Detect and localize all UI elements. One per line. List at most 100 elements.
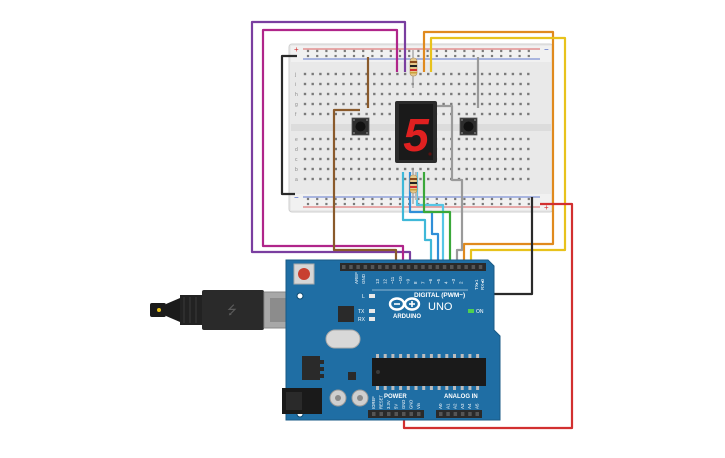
header-socket[interactable] (379, 412, 384, 416)
breadboard-hole[interactable] (473, 102, 476, 106)
breadboard-hole[interactable] (465, 137, 468, 141)
breadboard-hole[interactable] (496, 102, 499, 106)
breadboard-hole[interactable] (419, 92, 422, 96)
rail-hole[interactable] (408, 54, 411, 58)
header-socket[interactable] (342, 265, 346, 269)
breadboard-hole[interactable] (488, 72, 491, 76)
rail-hole[interactable] (352, 54, 356, 58)
power-header-sockets[interactable] (372, 412, 421, 416)
breadboard-hole[interactable] (334, 82, 337, 86)
breadboard-hole[interactable] (519, 72, 522, 76)
breadboard-hole[interactable] (519, 102, 522, 106)
breadboard-hole[interactable] (357, 157, 361, 161)
rail-hole[interactable] (444, 49, 448, 53)
header-socket[interactable] (439, 412, 443, 416)
rail-hole[interactable] (518, 197, 521, 201)
breadboard-hole[interactable] (442, 72, 445, 76)
wire-yellow[interactable] (429, 36, 567, 260)
breadboard-hole[interactable] (365, 177, 368, 181)
breadboard-hole[interactable] (319, 72, 322, 76)
rail-hole[interactable] (389, 54, 392, 58)
rail-hole[interactable] (316, 54, 319, 58)
breadboard-hole[interactable] (357, 102, 361, 106)
header-socket[interactable] (378, 265, 382, 269)
breadboard-hole[interactable] (326, 102, 330, 106)
breadboard-hole[interactable] (388, 157, 391, 161)
breadboard-hole[interactable] (480, 102, 484, 106)
wire-blue[interactable] (408, 172, 440, 260)
breadboard-hole[interactable] (388, 112, 391, 116)
breadboard-hole[interactable] (427, 92, 430, 96)
breadboard-hole[interactable] (380, 92, 384, 96)
header-socket[interactable] (392, 265, 396, 269)
breadboard-hole[interactable] (365, 112, 368, 116)
rail-hole[interactable] (398, 49, 402, 53)
breadboard-hole[interactable] (527, 137, 530, 141)
breadboard-hole[interactable] (326, 147, 330, 151)
breadboard-hole[interactable] (496, 82, 499, 86)
rail-hole[interactable] (352, 49, 356, 53)
header-socket[interactable] (414, 265, 418, 269)
breadboard-hole[interactable] (350, 167, 353, 171)
breadboard-hole[interactable] (480, 137, 484, 141)
analog-header-sockets[interactable] (439, 412, 479, 416)
breadboard-hole[interactable] (403, 82, 407, 86)
breadboard-hole[interactable] (519, 147, 522, 151)
rail-hole[interactable] (435, 54, 438, 58)
rail-hole[interactable] (481, 49, 484, 53)
breadboard-hole[interactable] (319, 82, 322, 86)
breadboard-hole[interactable] (427, 167, 430, 171)
breadboard-hole[interactable] (511, 137, 515, 141)
breadboard-hole[interactable] (388, 147, 391, 151)
breadboard-hole[interactable] (396, 82, 399, 86)
header-socket[interactable] (387, 412, 391, 416)
breadboard-hole[interactable] (373, 72, 376, 76)
breadboard-hole[interactable] (527, 157, 530, 161)
breadboard-hole[interactable] (357, 147, 361, 151)
breadboard-hole[interactable] (380, 177, 384, 181)
header-socket[interactable] (471, 265, 476, 269)
rail-hole[interactable] (509, 54, 512, 58)
breadboard-hole[interactable] (496, 112, 499, 116)
breadboard-hole[interactable] (496, 157, 499, 161)
breadboard-hole[interactable] (303, 112, 307, 116)
rail-hole[interactable] (398, 54, 402, 58)
breadboard-hole[interactable] (334, 72, 337, 76)
breadboard-hole[interactable] (342, 82, 345, 86)
rail-hole[interactable] (343, 197, 346, 201)
breadboard-hole[interactable] (303, 147, 307, 151)
breadboard-hole[interactable] (480, 82, 484, 86)
breadboard-hole[interactable] (411, 92, 414, 96)
breadboard-hole[interactable] (357, 177, 361, 181)
rail-hole[interactable] (490, 202, 494, 206)
header-socket[interactable] (363, 265, 368, 269)
breadboard-hole[interactable] (434, 82, 438, 86)
breadboard-hole[interactable] (473, 157, 476, 161)
breadboard-hole[interactable] (350, 147, 353, 151)
breadboard-hole[interactable] (427, 177, 430, 181)
breadboard-hole[interactable] (457, 82, 461, 86)
header-socket[interactable] (349, 265, 353, 269)
breadboard-hole[interactable] (342, 177, 345, 181)
breadboard-hole[interactable] (488, 157, 491, 161)
breadboard-hole[interactable] (365, 82, 368, 86)
header-socket[interactable] (370, 265, 375, 269)
breadboard-hole[interactable] (465, 92, 468, 96)
breadboard-hole[interactable] (403, 92, 407, 96)
rail-hole[interactable] (463, 54, 466, 58)
header-socket[interactable] (406, 265, 411, 269)
rail-hole[interactable] (398, 202, 402, 206)
breadboard-hole[interactable] (373, 82, 376, 86)
rail-hole[interactable] (380, 202, 383, 206)
breadboard-hole[interactable] (350, 102, 353, 106)
breadboard-hole[interactable] (380, 157, 384, 161)
rail-hole[interactable] (509, 49, 512, 53)
breadboard-hole[interactable] (504, 92, 507, 96)
breadboard-hole[interactable] (334, 157, 337, 161)
breadboard-hole[interactable] (342, 102, 345, 106)
breadboard-hole[interactable] (365, 72, 368, 76)
breadboard-hole[interactable] (365, 92, 368, 96)
breadboard-hole[interactable] (365, 167, 368, 171)
breadboard-hole[interactable] (511, 102, 515, 106)
